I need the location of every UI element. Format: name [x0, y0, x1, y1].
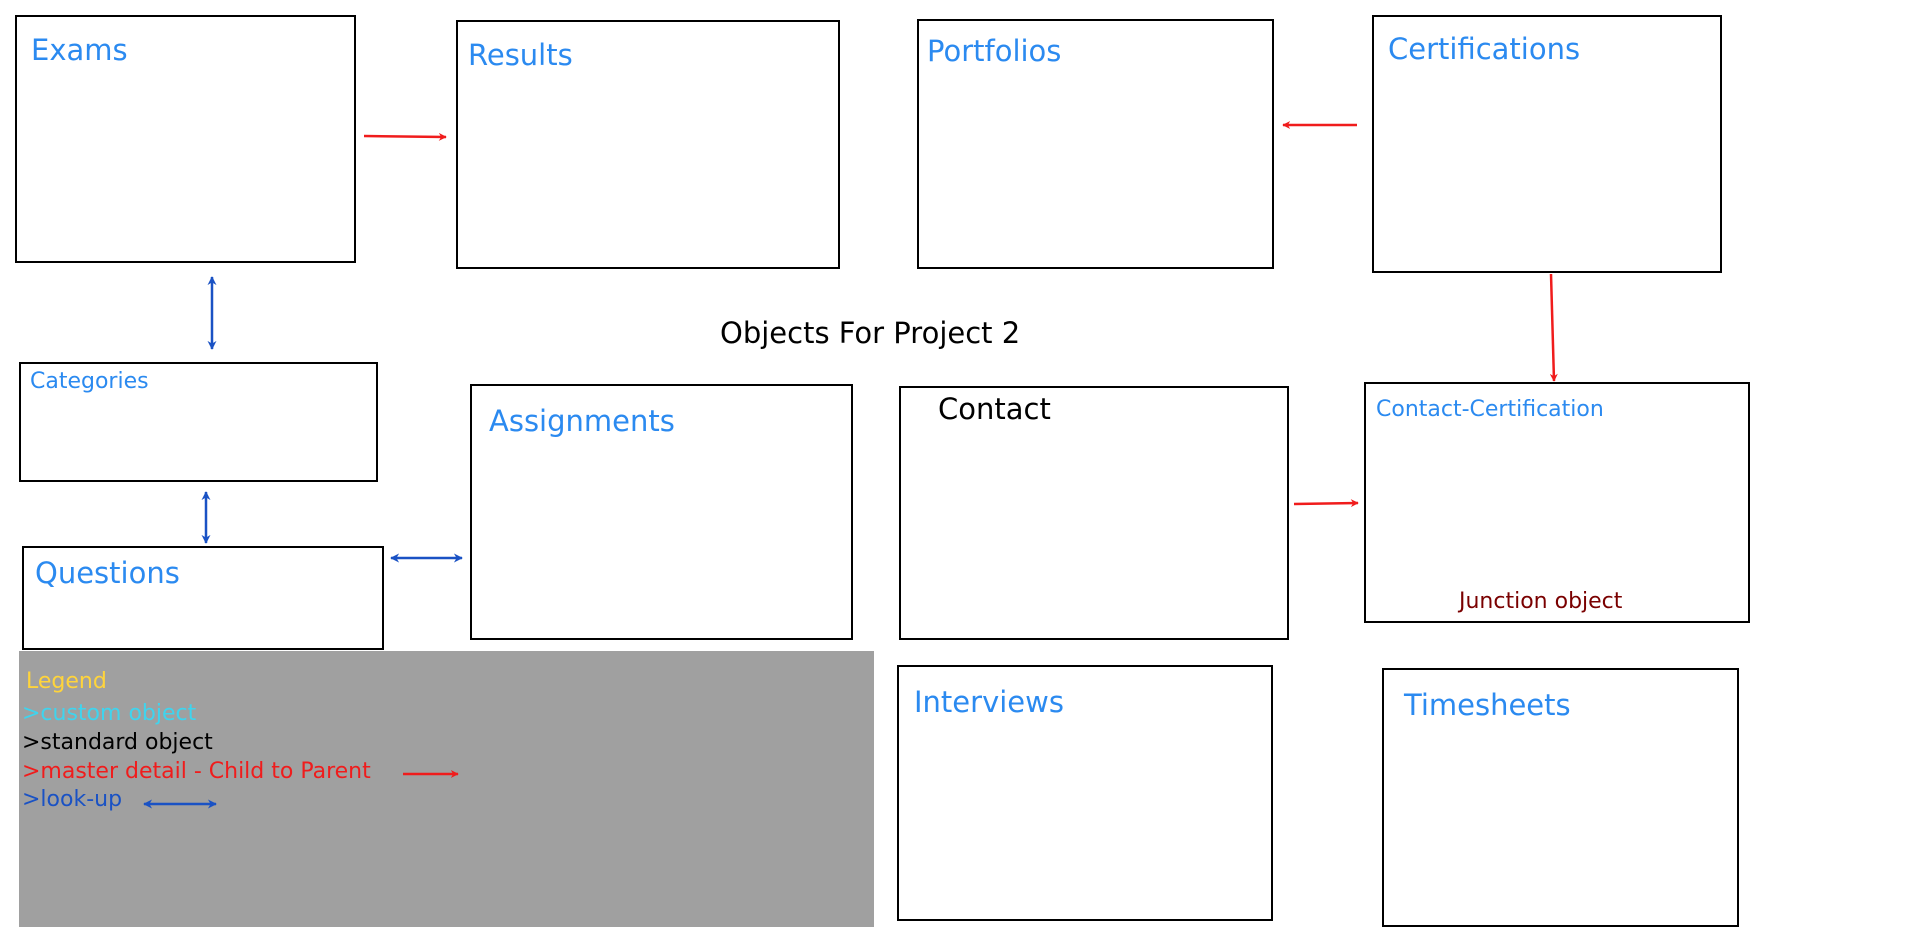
object-results[interactable]: Results: [456, 20, 840, 269]
object-label: Contact-Certification: [1376, 397, 1604, 422]
legend-title: Legend: [26, 669, 107, 694]
object-certifications[interactable]: Certifications: [1372, 15, 1722, 273]
arrow-certifications-to-contact-certification: [1549, 273, 1558, 382]
object-assignments[interactable]: Assignments: [470, 384, 853, 640]
object-label: Interviews: [914, 685, 1064, 719]
object-contact[interactable]: Contact: [899, 386, 1289, 640]
object-questions[interactable]: Questions: [22, 546, 384, 650]
object-label: Timesheets: [1404, 688, 1571, 722]
object-label: Portfolios: [927, 34, 1062, 68]
object-portfolios[interactable]: Portfolios: [917, 19, 1274, 269]
object-label: Assignments: [489, 404, 675, 438]
object-label: Exams: [31, 33, 128, 67]
object-contact-certification[interactable]: Contact-Certification: [1364, 382, 1750, 623]
object-label: Categories: [30, 369, 149, 394]
diagram-title: Objects For Project 2: [720, 316, 1021, 350]
junction-note: Junction object: [1459, 589, 1623, 614]
object-categories[interactable]: Categories: [19, 362, 378, 482]
legend-lookup: >look-up: [22, 787, 123, 812]
object-label: Questions: [35, 556, 180, 590]
object-exams[interactable]: Exams: [15, 15, 356, 263]
object-label: Results: [468, 38, 573, 72]
arrow-contact-to-contact-certification: [1293, 499, 1359, 508]
legend-standard-object: >standard object: [22, 730, 213, 755]
legend-custom-object: >custom object: [22, 701, 197, 726]
object-label-standard: Contact: [938, 392, 1051, 426]
object-timesheets[interactable]: Timesheets: [1382, 668, 1739, 927]
legend-master-detail: >master detail - Child to Parent: [22, 759, 371, 784]
object-interviews[interactable]: Interviews: [897, 665, 1273, 921]
object-label: Certifications: [1388, 32, 1581, 66]
arrow-exams-to-results: [363, 132, 447, 141]
legend: Legend >custom object >standard object >…: [19, 651, 874, 927]
